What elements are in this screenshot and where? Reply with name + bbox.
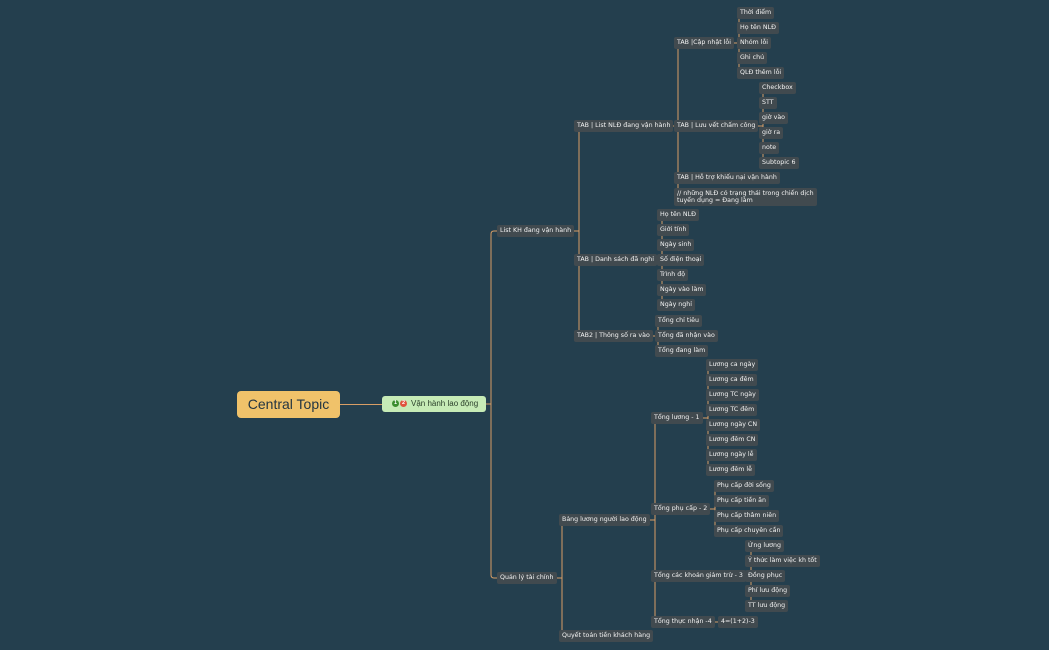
leaf-y-thuc-lam-viec[interactable]: Ý thức làm việc kh tốt — [745, 555, 820, 567]
node-quyet-toan[interactable]: Quyết toán tiền khách hàng — [559, 630, 654, 642]
node-tong-phu-cap[interactable]: Tổng phụ cấp - 2 — [651, 503, 711, 515]
leaf-ung-luong[interactable]: Ứng lương — [745, 540, 784, 552]
branch-list-kh[interactable]: List KH đang vận hành — [497, 225, 575, 237]
leaf-luong-dem-cn[interactable]: Lương đêm CN — [706, 434, 759, 446]
leaf-nhom-loi[interactable]: Nhóm lỗi — [737, 37, 772, 49]
leaf-gioi-tinh[interactable]: Giới tính — [657, 224, 690, 236]
leaf-phu-cap-tien-an[interactable]: Phụ cấp tiền ăn — [714, 495, 770, 507]
leaf-ngay-sinh[interactable]: Ngày sinh — [657, 239, 695, 251]
leaf-thoi-diem[interactable]: Thời điểm — [737, 7, 775, 19]
leaf-trinh-do[interactable]: Trình độ — [657, 269, 689, 281]
node-tong-giam-tru[interactable]: Tổng các khoản giảm trừ - 3 — [651, 570, 746, 582]
leaf-phu-cap-tham-nien[interactable]: Phụ cấp thâm niên — [714, 510, 780, 522]
leaf-ho-ten-nld[interactable]: Họ tên NLĐ — [737, 22, 780, 34]
leaf-tong-dang-lam[interactable]: Tổng đang làm — [655, 345, 709, 357]
node-tab2-thong-so[interactable]: TAB2 | Thông số ra vào — [574, 330, 653, 342]
leaf-stt[interactable]: STT — [759, 97, 777, 109]
leaf-tong-da-nhan-vao[interactable]: Tổng đã nhận vào — [655, 330, 718, 342]
leaf-luong-tc-dem[interactable]: Lương TC đêm — [706, 404, 758, 416]
leaf-ngay-nghi[interactable]: Ngày nghỉ — [657, 299, 696, 311]
node-tong-luong[interactable]: Tổng lương - 1 — [651, 412, 703, 424]
leaf-ghi-chu[interactable]: Ghi chú — [737, 52, 768, 64]
leaf-ngay-vao-lam[interactable]: Ngày vào làm — [657, 284, 707, 296]
central-topic[interactable]: Central Topic — [237, 391, 340, 418]
leaf-luong-tc-ngay[interactable]: Lương TC ngày — [706, 389, 759, 401]
node-tab-cap-nhat-loi[interactable]: TAB |Cập nhật lỗi — [674, 37, 735, 49]
main-topic[interactable]: 1 2 Vận hành lao động — [382, 396, 486, 412]
leaf-cong-thuc-thuc-nhan[interactable]: 4=(1+2)-3 — [718, 616, 758, 628]
node-bang-luong[interactable]: Bảng lương người lao động — [559, 514, 650, 526]
leaf-ho-ten-nld-2[interactable]: Họ tên NLĐ — [657, 209, 700, 221]
branch-quan-ly-tai-chinh[interactable]: Quản lý tài chính — [497, 572, 557, 584]
leaf-tt-luu-dong[interactable]: TT lưu động — [745, 600, 789, 612]
leaf-phi-luu-dong[interactable]: Phí lưu động — [745, 585, 791, 597]
node-tab-ho-tro[interactable]: TAB | Hỗ trợ khiếu nại vận hành — [674, 172, 780, 184]
leaf-gio-vao[interactable]: giờ vào — [759, 112, 789, 124]
leaf-qld-them-loi[interactable]: QLĐ thêm lỗi — [737, 67, 785, 79]
leaf-luong-ca-ngay[interactable]: Lương ca ngày — [706, 359, 759, 371]
node-note-trang-thai[interactable]: // những NLĐ có trạng thái trong chiến d… — [674, 188, 817, 206]
node-tab-danh-sach-da-nghi[interactable]: TAB | Danh sách đã nghỉ — [574, 254, 657, 266]
priority-2-icon: 2 — [400, 400, 407, 407]
main-topic-label: Vận hành lao động — [411, 399, 479, 408]
leaf-so-dien-thoai[interactable]: Số điện thoại — [657, 254, 705, 266]
leaf-note[interactable]: note — [759, 142, 780, 154]
node-tab-luu-vet[interactable]: TAB | Lưu vết chấm công — [674, 120, 759, 132]
leaf-luong-ngay-le[interactable]: Lương ngày lễ — [706, 449, 757, 461]
node-tong-thuc-nhan[interactable]: Tổng thực nhận -4 — [651, 616, 715, 628]
leaf-checkbox[interactable]: Checkbox — [759, 82, 796, 94]
priority-1-icon: 1 — [392, 400, 399, 407]
leaf-tong-chi-tieu[interactable]: Tổng chỉ tiêu — [655, 315, 702, 327]
leaf-phu-cap-chuyen-can[interactable]: Phụ cấp chuyên cần — [714, 525, 784, 537]
node-tab-list-nld[interactable]: TAB | List NLĐ đang vận hành — [574, 120, 674, 132]
leaf-luong-dem-le[interactable]: Lương đêm lễ — [706, 464, 755, 476]
leaf-subtopic-6[interactable]: Subtopic 6 — [759, 157, 799, 169]
leaf-gio-ra[interactable]: giờ ra — [759, 127, 784, 139]
leaf-phu-cap-doi-song[interactable]: Phụ cấp đời sống — [714, 480, 774, 492]
leaf-dong-phuc[interactable]: Đồng phục — [745, 570, 786, 582]
leaf-luong-ngay-cn[interactable]: Lương ngày CN — [706, 419, 761, 431]
leaf-luong-ca-dem[interactable]: Lương ca đêm — [706, 374, 757, 386]
